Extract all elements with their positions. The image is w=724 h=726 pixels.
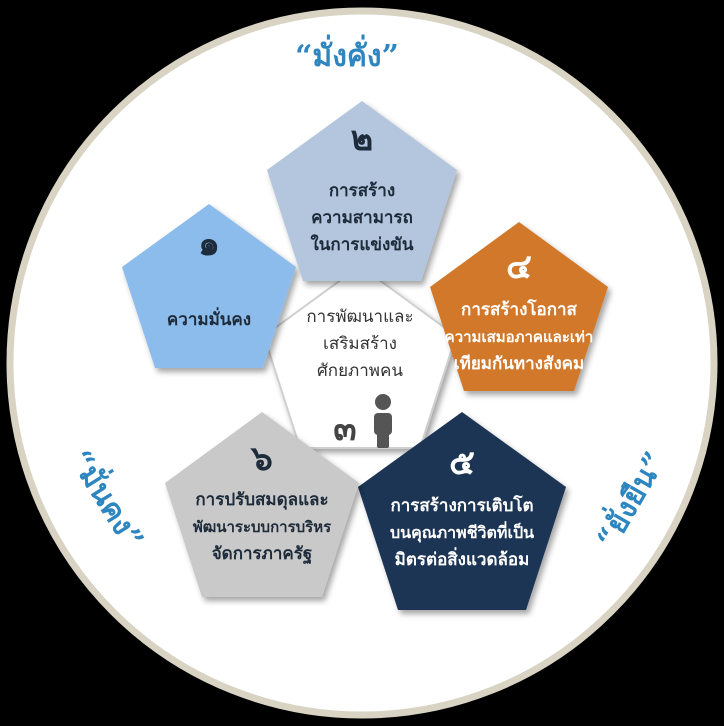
strategy-2-number: ๒ [351,119,373,159]
strategy-1-label-line-1: ความมั่นคง [167,307,251,330]
center-label-line-1: การพัฒนาและ [306,307,413,327]
strategy-2-pentagon [267,101,457,281]
strategy-5-number: ๕ [449,443,475,483]
strategy-5-label-line-3: มิตรต่อสิ่งแวดล้อม [395,547,530,570]
strategy-2: ๒ การสร้าง ความสามารถ ในการแข่งขัน [267,101,457,281]
strategy-2-label-line-2: ความสามารถ [311,208,413,228]
center-label-line-3: ศักยภาพคน [317,361,403,381]
strategy-5: ๕ การสร้างการเติบโต บนคุณภาพชีวิตที่เป็น… [358,412,566,610]
strategy-6-label-line-3: จัดการภาครัฐ [212,544,313,565]
center-pentagon [262,264,458,449]
strategy-4-pentagon [430,222,608,391]
strategy-4-number: ๔ [506,247,532,287]
strategy-2-label-line-1: การสร้าง [329,181,395,201]
person-icon [374,394,392,448]
strategy-4-label-line-1: การสร้างโอกาส [461,299,578,320]
strategy-4: ๔ การสร้างโอกาส ความเสมอภาคและเท่า เทียม… [430,222,608,391]
strategy-6-label-line-1: การปรับสมดุลและ [195,490,328,510]
strategy-5-label-line-2: บนคุณภาพชีวิตที่เป็น [390,521,534,543]
center-label-line-2: เสริมสร้าง [323,334,397,354]
strategy-6-label-line-2: พัฒนาระบบการบริหร [193,518,332,536]
strategy-5-label-line-1: การสร้างการเติบโต [390,495,533,516]
strategy-5-pentagon [358,412,566,610]
strategy-1-pentagon [122,204,296,368]
strategy-4-label-line-3: เทียมกันทางสังคม [454,353,584,374]
strategy-1: ๑ ความมั่นคง [122,204,296,368]
strategy-6: ๖ การปรับสมดุลและ พัฒนาระบบการบริหร จัดก… [165,412,359,597]
strategy-6-number: ๖ [249,439,273,479]
motto-top: “มั่งคั่ง” [295,34,399,74]
strategy-2-label-line-3: ในการแข่งขัน [310,234,413,255]
center-number: ๓ [333,409,356,449]
strategy-1-number: ๑ [198,224,220,264]
strategy-4-label-line-2: ความเสมอภาคและเท่า [445,328,594,346]
strategy-6-pentagon [165,412,359,597]
